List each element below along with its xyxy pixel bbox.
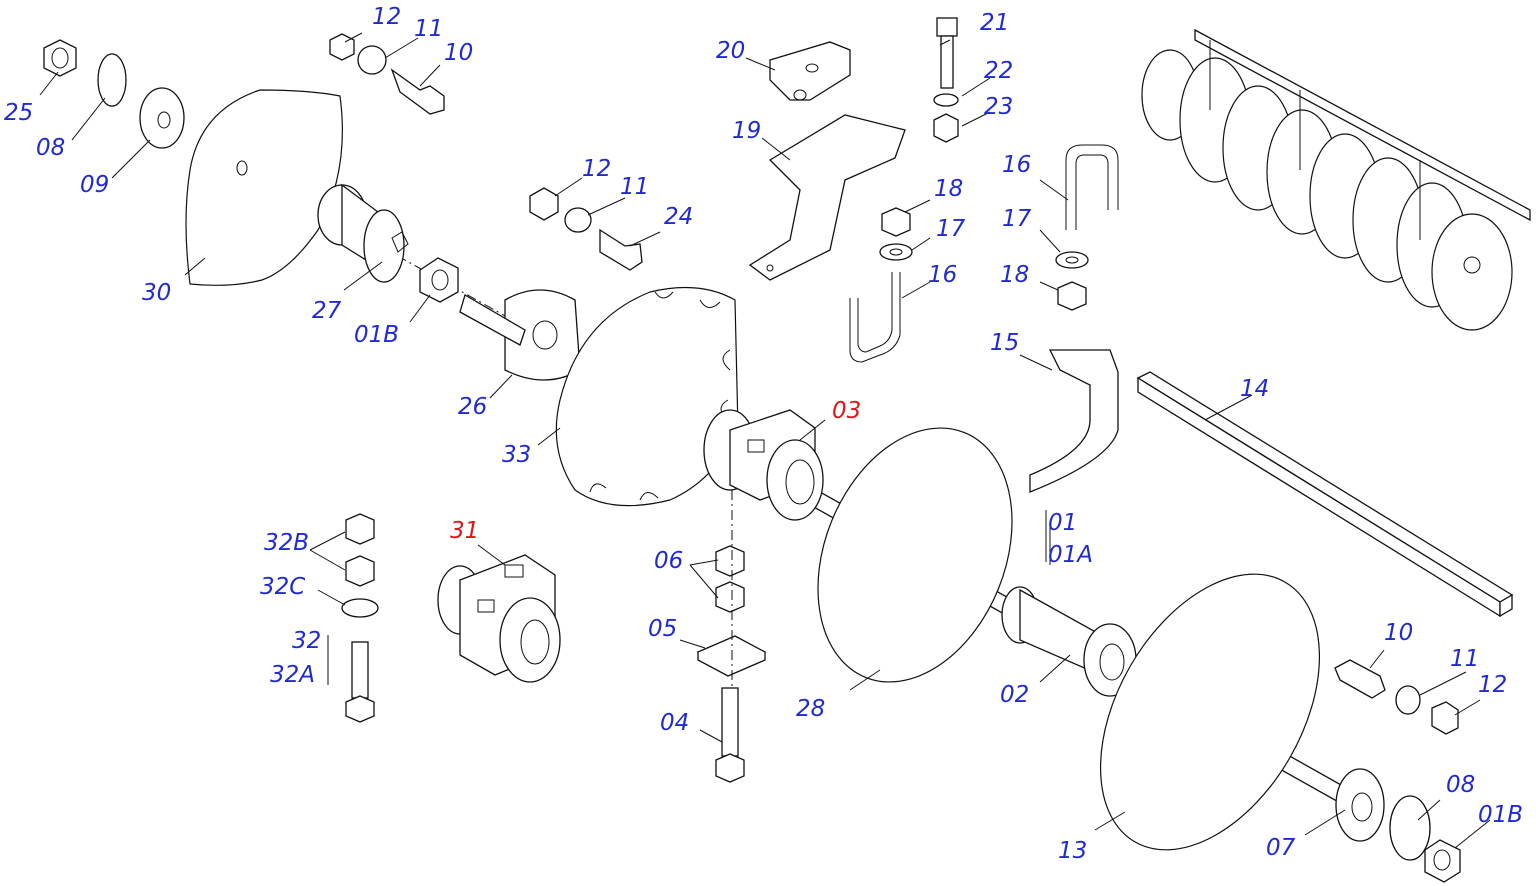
left-bottom-fasteners — [341, 513, 379, 723]
label-32a: 32A — [270, 662, 315, 688]
label-19: 19 — [732, 118, 761, 144]
nut-23 — [933, 113, 959, 143]
clamp-20 — [769, 41, 851, 101]
square-tube-14 — [1136, 371, 1514, 618]
bracket-26 — [459, 289, 581, 381]
label-32: 32 — [292, 628, 321, 654]
label-33: 33 — [502, 442, 531, 468]
label-13: 13 — [1058, 838, 1087, 864]
label-07: 07 — [1266, 835, 1296, 861]
spool-02 — [1001, 586, 1137, 697]
label-04: 04 — [660, 710, 689, 736]
disc-28 — [817, 427, 1013, 683]
label-15: 15 — [990, 330, 1019, 356]
label-28: 28 — [796, 696, 825, 722]
leader-lines — [39, 32, 1491, 849]
label-02: 02 — [1000, 682, 1029, 708]
label-05: 05 — [648, 616, 677, 642]
label-11: 11 — [620, 174, 649, 200]
label-31: 31 — [450, 518, 479, 544]
washer-22 — [933, 93, 959, 107]
label-06: 06 — [654, 548, 683, 574]
center-bottom-fasteners — [696, 490, 767, 783]
label-12: 12 — [1478, 672, 1507, 698]
label-12: 12 — [582, 156, 611, 182]
label-08: 08 — [1446, 772, 1475, 798]
u-bolt-16-left — [849, 272, 901, 363]
nut-01b-top — [419, 257, 459, 303]
harrow-assembly — [1141, 28, 1531, 331]
label-10: 10 — [1384, 620, 1413, 646]
bearing-housing-31 — [437, 554, 561, 683]
label-32c: 32C — [260, 574, 305, 600]
label-01a: 01A — [1048, 542, 1093, 568]
nut-18-left — [881, 207, 911, 237]
label-32b: 32B — [264, 530, 309, 556]
right-bottom-fasteners — [1334, 659, 1459, 735]
disc-13 — [1099, 573, 1321, 851]
label-26: 26 — [458, 394, 487, 420]
label-16: 16 — [928, 262, 957, 288]
label-09: 09 — [80, 172, 109, 198]
label-11: 11 — [414, 16, 443, 42]
label-24: 24 — [664, 204, 693, 230]
label-17: 17 — [1002, 206, 1032, 232]
label-22: 22 — [984, 58, 1013, 84]
label-12: 12 — [372, 4, 401, 30]
label-14: 14 — [1240, 376, 1269, 402]
label-01b: 01B — [354, 322, 399, 348]
label-23: 23 — [984, 94, 1013, 120]
label-03: 03 — [832, 398, 861, 424]
label-25: 25 — [4, 100, 33, 126]
label-08: 08 — [36, 135, 65, 161]
label-18: 18 — [1000, 262, 1029, 288]
top-left-fasteners — [43, 33, 445, 149]
bearing-housing-03 — [703, 409, 824, 521]
hub-27 — [317, 183, 409, 283]
label-18: 18 — [934, 176, 963, 202]
washer-17-left — [879, 243, 913, 261]
nut-18-right — [1057, 281, 1087, 311]
label-01b: 01B — [1478, 802, 1523, 828]
part-labels: 25 08 09 12 11 10 30 27 01B 26 12 11 24 … — [4, 4, 1523, 864]
u-bolt-16-right — [1065, 144, 1119, 230]
bolt-21 — [936, 17, 958, 89]
label-01: 01 — [1048, 510, 1077, 536]
label-27: 27 — [312, 298, 342, 324]
label-30: 30 — [142, 280, 171, 306]
shank-15 — [1029, 349, 1119, 493]
washer-17-right — [1055, 251, 1089, 269]
middle-fasteners — [529, 187, 643, 271]
disc-30 — [185, 89, 343, 286]
end-parts — [1335, 768, 1461, 883]
label-20: 20 — [716, 38, 745, 64]
label-11: 11 — [1450, 646, 1479, 672]
bracket-19 — [748, 114, 906, 281]
label-17: 17 — [936, 216, 966, 242]
label-16: 16 — [1002, 152, 1031, 178]
label-10: 10 — [444, 40, 473, 66]
label-21: 21 — [980, 10, 1009, 36]
